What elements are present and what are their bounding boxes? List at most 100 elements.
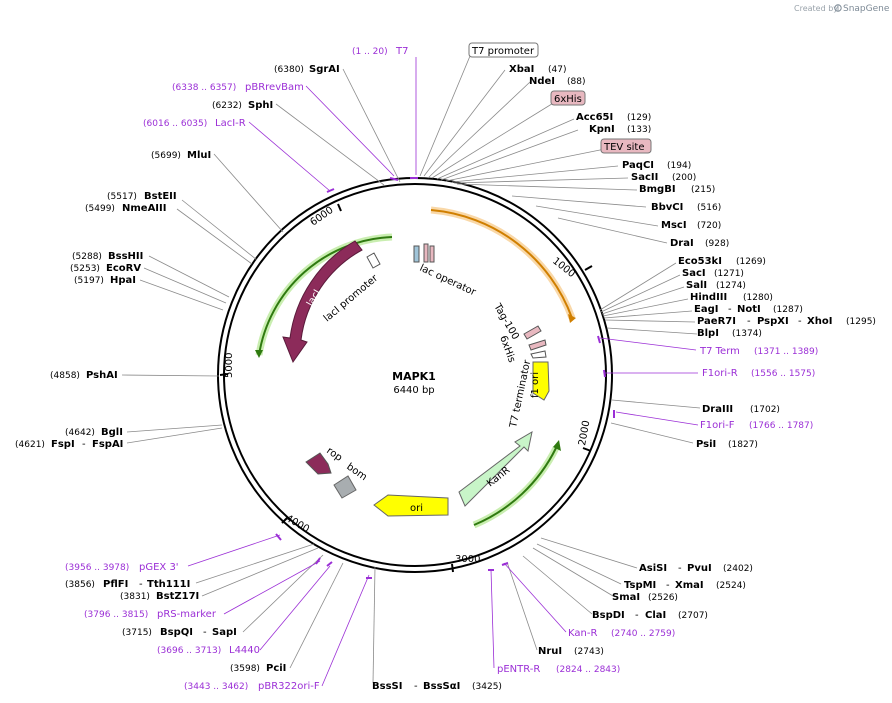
snapgene-logo-icon <box>834 4 842 12</box>
tick-label-2000: 2000 <box>577 420 592 447</box>
enzyme-pos-mlui: (5699) <box>151 151 181 161</box>
enzyme-draiii[interactable]: DraIII <box>702 404 733 415</box>
enzyme-ecorv[interactable]: EcoRV <box>106 263 141 274</box>
enzyme-bgli[interactable]: BglI <box>101 427 123 438</box>
f1ori-shape <box>532 361 550 401</box>
tick-marks <box>219 203 593 573</box>
enzyme-blpi[interactable]: BlpI <box>697 328 719 339</box>
enzyme-eagi[interactable]: EagI <box>694 304 718 315</box>
enzyme-asisi[interactable]: AsiSI <box>639 563 667 574</box>
enzyme-sali[interactable]: SalI <box>686 280 707 291</box>
enzyme-psii[interactable]: PsiI <box>696 439 716 450</box>
primer-f1ori-f[interactable]: F1ori-F <box>700 420 735 431</box>
his-shape <box>429 245 435 263</box>
primer-pbrrevbam[interactable]: pBRrevBam <box>245 82 304 93</box>
enzyme-pos-bsssi: (3425) <box>472 682 502 692</box>
enzyme-nmeaiii[interactable]: NmeAIII <box>122 203 166 214</box>
enzyme-paqci[interactable]: PaqCI <box>622 160 654 171</box>
enzyme-kpni[interactable]: KpnI <box>589 124 615 135</box>
primer-range-pentr-r: (2824 .. 2843) <box>556 665 620 675</box>
enzyme-bmgbi[interactable]: BmgBI <box>639 184 676 195</box>
enzyme-pvui[interactable]: PvuI <box>687 563 712 574</box>
tag-t7-promoter[interactable]: T7 promoter <box>471 46 535 57</box>
enzyme-pos-msci: (720) <box>697 221 721 231</box>
enzyme-bsssai[interactable]: BssSαI <box>423 681 460 692</box>
bom-shape <box>333 475 357 499</box>
enzyme-pshai[interactable]: PshAI <box>86 370 118 381</box>
insert-arc-head <box>568 314 576 323</box>
dash: - <box>414 681 418 692</box>
enzyme-pos-bmgbi: (215) <box>691 185 715 195</box>
enzyme-xmai[interactable]: XmaI <box>675 580 704 591</box>
tag-box-t7-promoter <box>468 42 539 58</box>
enzyme-drai[interactable]: DraI <box>670 238 694 249</box>
enzyme-clai[interactable]: ClaI <box>645 610 666 621</box>
tag-6xhis[interactable]: 6xHis <box>554 94 582 105</box>
enzyme-eco53ki[interactable]: Eco53kI <box>678 256 722 267</box>
enzyme-bsteii[interactable]: BstEII <box>144 191 177 202</box>
dash: - <box>82 439 86 450</box>
enzyme-pos-acc65i: (129) <box>627 113 651 123</box>
enzyme-bstz17i[interactable]: BstZ17I <box>156 591 199 602</box>
rop-label: rop <box>324 445 344 463</box>
primer-laci-r[interactable]: LacI-R <box>215 118 246 129</box>
enzyme-hpai[interactable]: HpaI <box>110 275 136 286</box>
enzyme-saci[interactable]: SacI <box>682 268 706 279</box>
enzyme-smai[interactable]: SmaI <box>612 592 640 603</box>
tag-tev-site[interactable]: TEV site <box>603 142 645 153</box>
enzyme-bspqi[interactable]: BspQI <box>160 627 193 638</box>
primer-prs-marker[interactable]: pRS-marker <box>157 609 217 620</box>
enzyme-sapi[interactable]: SapI <box>212 627 237 638</box>
credit-prefix: Created by <box>794 4 838 13</box>
ori-label: ori <box>410 503 423 514</box>
kanr-arc-halo <box>472 446 560 529</box>
enzyme-fspai[interactable]: FspAI <box>92 439 123 450</box>
enzyme-bbvci[interactable]: BbvCI <box>651 202 683 213</box>
enzyme-tspmi[interactable]: TspMI <box>624 580 656 591</box>
enzyme-mlui[interactable]: MluI <box>187 150 211 161</box>
enzyme-pos-psii: (1827) <box>728 440 758 450</box>
enzyme-bsssi[interactable]: BssSI <box>372 681 402 692</box>
t7-promoter-shape <box>423 243 429 263</box>
enzyme-pos-paer7i: (1295) <box>846 317 876 327</box>
enzyme-ndei[interactable]: NdeI <box>529 76 555 87</box>
enzyme-paer7i[interactable]: PaeR7I <box>697 316 736 327</box>
primer-pgex3[interactable]: pGEX 3' <box>139 562 179 573</box>
primer-pentr-r[interactable]: pENTR-R <box>497 664 540 675</box>
primer-t7-term[interactable]: T7 Term <box>699 346 740 357</box>
enzyme-pos-drai: (928) <box>705 239 729 249</box>
enzyme-noti[interactable]: NotI <box>737 304 761 315</box>
enzyme-pflfi[interactable]: PflFI <box>103 579 128 590</box>
primer-range-f1ori-r: (1556 .. 1575) <box>751 369 815 379</box>
lacI-feature <box>282 240 363 364</box>
primer-range-pbrrevbam: (6338 .. 6357) <box>172 83 236 93</box>
enzyme-sacii[interactable]: SacII <box>631 172 658 183</box>
primer-t7[interactable]: T7 <box>395 46 408 57</box>
enzyme-pos-eco53ki: (1269) <box>736 257 766 267</box>
enzyme-sphi[interactable]: SphI <box>248 100 273 111</box>
enzyme-pos-eagi: (1287) <box>773 305 803 315</box>
enzyme-sgrai[interactable]: SgrAI <box>309 64 340 75</box>
primer-f1ori-r[interactable]: F1ori-R <box>702 368 738 379</box>
enzyme-pos-xbai: (47) <box>548 65 566 75</box>
enzyme-nrui[interactable]: NruI <box>538 646 562 657</box>
primer-range-l4440: (3696 .. 3713) <box>157 646 221 656</box>
enzyme-pos-pcii: (3598) <box>230 664 260 674</box>
enzyme-tth111i[interactable]: Tth111I <box>147 579 190 590</box>
primer-pbr322ori-f[interactable]: pBR322ori-F <box>258 681 320 692</box>
enzyme-msci[interactable]: MscI <box>661 220 687 231</box>
enzyme-pcii[interactable]: PciI <box>266 663 286 674</box>
primer-kan-r[interactable]: Kan-R <box>568 628 597 639</box>
rop-shape <box>305 452 332 475</box>
enzyme-fspi[interactable]: FspI <box>51 439 75 450</box>
enzyme-xbai[interactable]: XbaI <box>509 64 534 75</box>
primer-l4440[interactable]: L4440 <box>229 645 260 656</box>
enzyme-bspdi[interactable]: BspDI <box>592 610 625 621</box>
tag-box-6xhis <box>550 90 586 106</box>
enzyme-acc65i[interactable]: Acc65I <box>576 112 613 123</box>
enzyme-hindiii[interactable]: HindIII <box>690 292 727 303</box>
enzyme-bsshii[interactable]: BssHII <box>108 251 143 262</box>
enzyme-pos-hpai: (5197) <box>74 276 104 286</box>
enzyme-xhoi[interactable]: XhoI <box>807 316 832 327</box>
enzyme-pspxi[interactable]: PspXI <box>757 316 789 327</box>
